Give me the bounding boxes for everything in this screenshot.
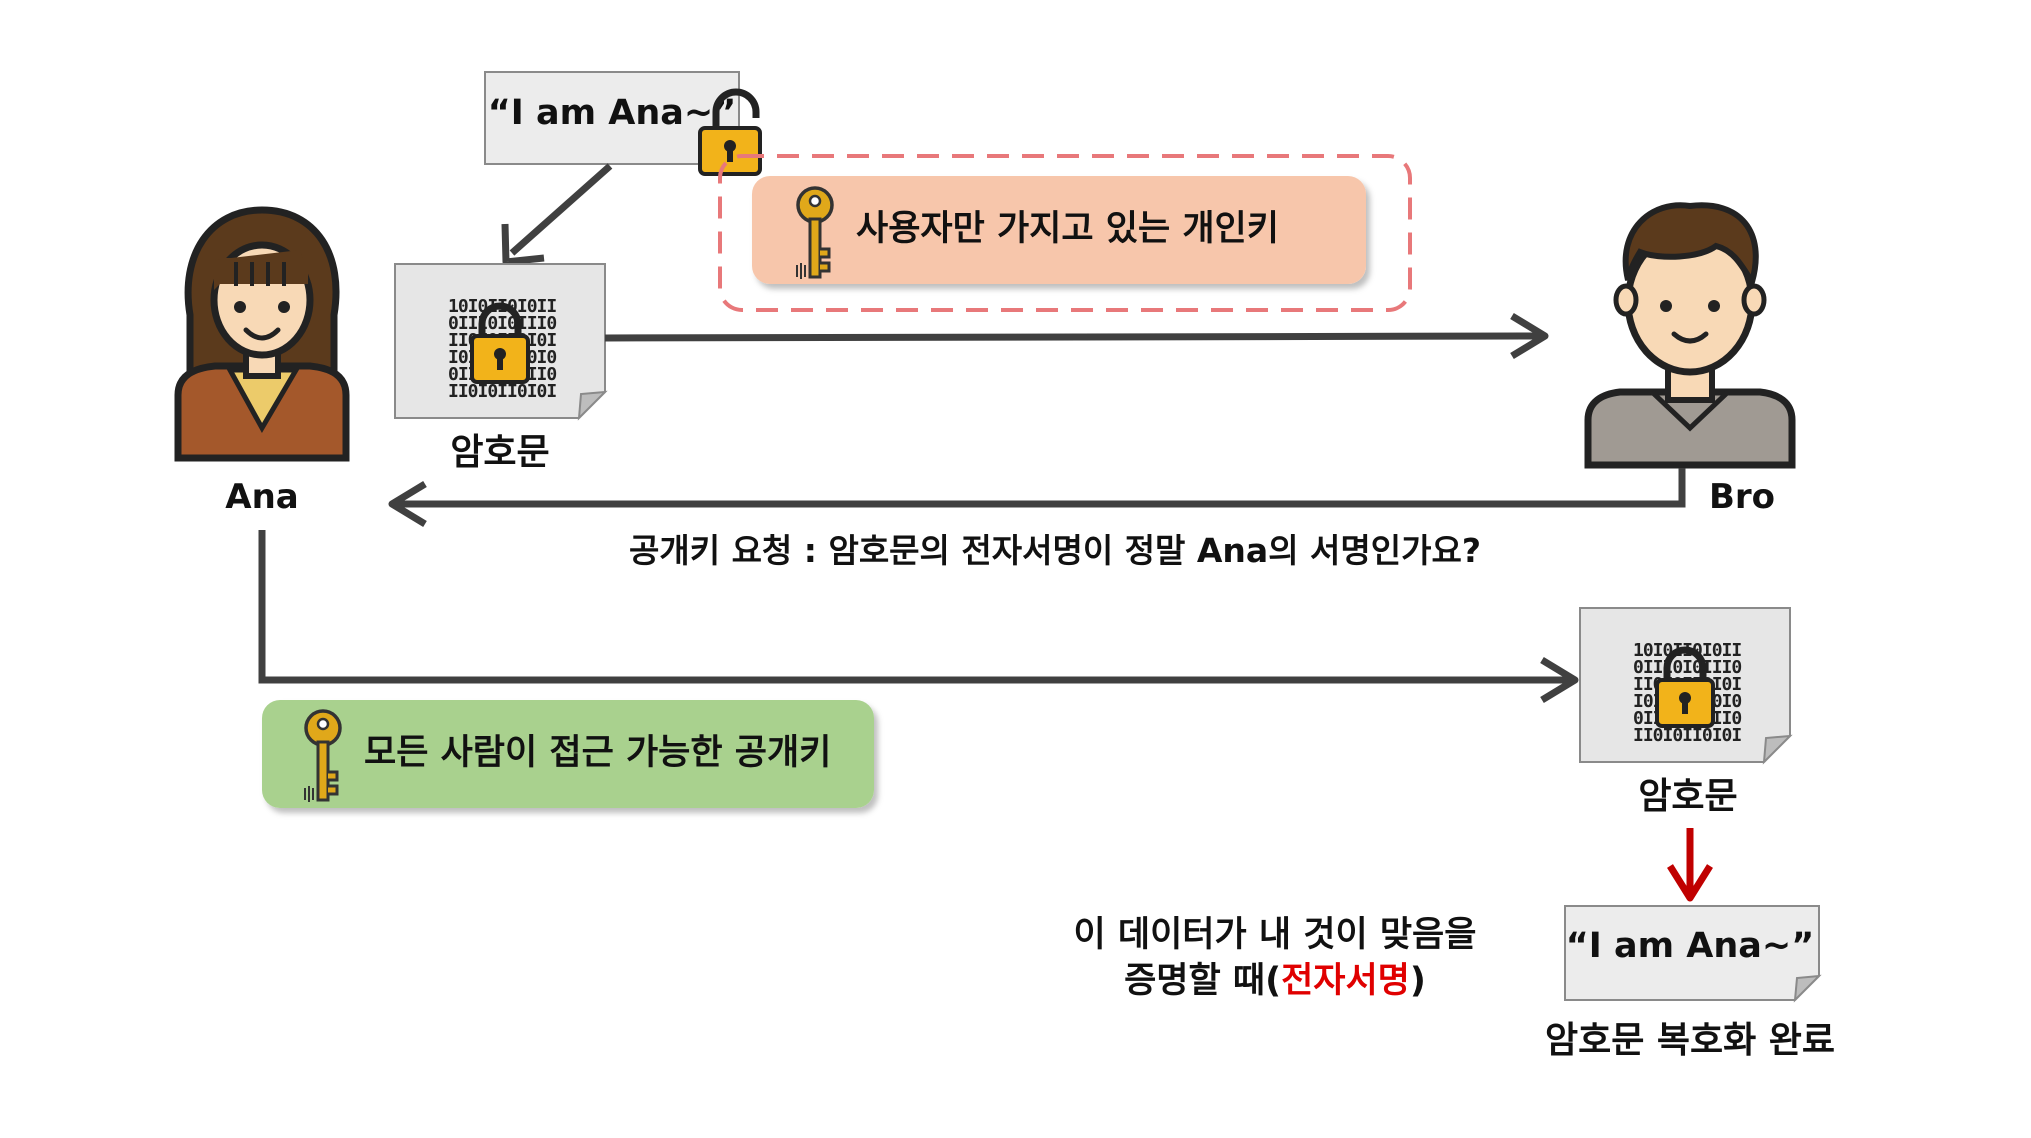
note-line-2-suffix: ) bbox=[1410, 961, 1426, 1001]
receiver-name: Bro bbox=[1709, 477, 1775, 517]
decrypted-label: 암호문 복호화 완료 bbox=[1545, 1020, 1835, 1061]
binary-row: II0I0II0I0I bbox=[448, 381, 556, 402]
decrypt-arrow bbox=[1667, 828, 1713, 902]
send-arrow bbox=[604, 313, 1549, 359]
bro-avatar bbox=[1584, 202, 1796, 469]
ciphertext-document-right: 10I0II0I0II0III0I0III0II0I0II0I0II0I0III… bbox=[1579, 607, 1791, 763]
request-label: 공개키 요청 : 암호문의 전자서명이 정말 Ana의 서명인가요? bbox=[629, 531, 1481, 570]
encrypt-arrow bbox=[501, 163, 613, 266]
plaintext-bottom-text: “I am Ana~” bbox=[1566, 926, 1814, 966]
binary-row: II0I0II0I0I bbox=[1633, 725, 1741, 746]
public-key-label: 모든 사람이 접근 가능한 공개키 bbox=[364, 733, 831, 773]
plaintext-top-text: “I am Ana~” bbox=[488, 93, 736, 133]
binary-row: 0III0I0III0 bbox=[448, 313, 556, 334]
binary-row: 0III0I0III0 bbox=[1633, 657, 1741, 678]
ana-avatar bbox=[174, 206, 350, 462]
note-line-1: 이 데이터가 내 것이 맞음을 bbox=[1074, 915, 1477, 955]
ciphertext-label-right: 암호문 bbox=[1638, 776, 1737, 817]
private-key-box: 사용자만 가지고 있는 개인키 bbox=[752, 176, 1366, 284]
private-key-label: 사용자만 가지고 있는 개인키 bbox=[856, 209, 1279, 249]
note-line-2: 증명할 때(전자서명) bbox=[1124, 961, 1426, 1001]
public-key-box: 모든 사람이 접근 가능한 공개키 bbox=[262, 700, 874, 808]
public-key-arrow bbox=[258, 530, 1579, 703]
digital-signature-highlight: 전자서명 bbox=[1281, 961, 1410, 1001]
unlocked-padlock-icon bbox=[698, 88, 762, 176]
note-line-2-prefix: 증명할 때( bbox=[1124, 961, 1281, 1001]
request-arrow bbox=[388, 468, 1686, 527]
plaintext-document-bottom: “I am Ana~” bbox=[1564, 905, 1822, 1003]
private-key-dashed-frame bbox=[718, 154, 1412, 312]
plaintext-document-top: “I am Ana~” bbox=[484, 71, 740, 165]
ciphertext-label-left: 암호문 bbox=[450, 432, 549, 473]
ciphertext-document-left: 10I0II0I0II0III0I0III0II0I0II0I0II0I0III… bbox=[394, 263, 606, 419]
sender-name: Ana bbox=[225, 477, 298, 517]
